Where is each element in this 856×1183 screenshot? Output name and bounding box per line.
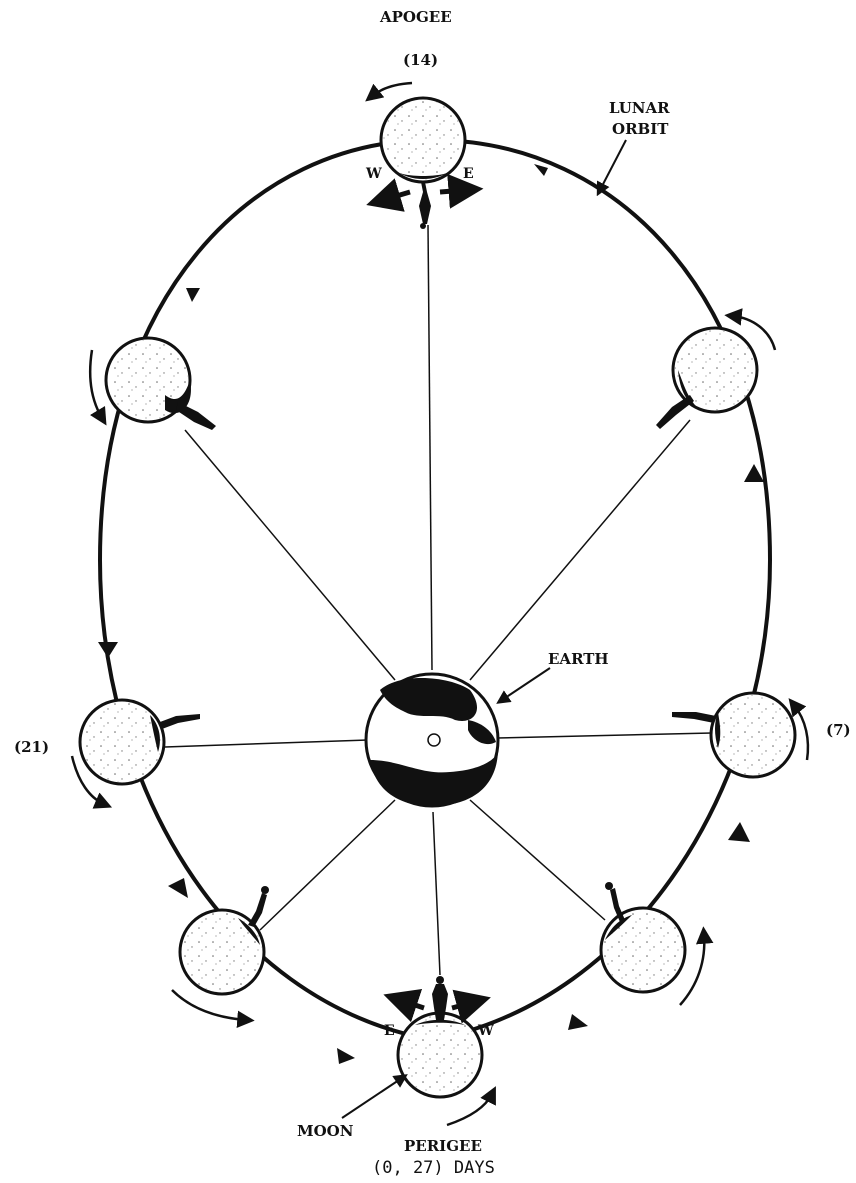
- astronaut-icon: [656, 395, 694, 429]
- moon-right: [672, 693, 795, 777]
- orbit-arrow: [744, 464, 764, 482]
- astronaut-icon: [248, 893, 267, 927]
- moon-upper-right: [656, 328, 757, 429]
- orbit-arrow: [728, 822, 750, 842]
- rotation-arrow: [372, 83, 412, 96]
- perigee-days-label: (0, 27) DAYS: [372, 1158, 495, 1178]
- day-14-label: (14): [403, 51, 438, 69]
- lunar-orbit-pointer: [600, 140, 626, 190]
- perigee-label: PERIGEE: [404, 1137, 482, 1155]
- earth-pointer: [502, 668, 550, 700]
- lunar-orbit-label-line2: ORBIT: [612, 120, 669, 138]
- lunar-orbit-path: [100, 140, 770, 1040]
- radial-lines: [165, 225, 712, 975]
- apogee-label: APOGEE: [379, 8, 452, 26]
- rotation-arrow: [172, 990, 246, 1020]
- orbit-arrow: [568, 1014, 588, 1030]
- astronaut-icon: [176, 402, 216, 430]
- orbit-arrow: [186, 288, 200, 302]
- earth: [366, 674, 498, 806]
- orbit-arrow: [98, 642, 118, 658]
- direction-arrow-west: [452, 1002, 474, 1008]
- east-label-top: E: [463, 166, 474, 182]
- west-label-top: W: [365, 166, 382, 182]
- astronaut-icon: [672, 712, 716, 723]
- orbit-arrow: [168, 878, 188, 898]
- rotation-arrow: [90, 350, 102, 418]
- east-label-bottom: E: [384, 1023, 395, 1039]
- earth-label: EARTH: [548, 650, 609, 668]
- moon-lower-right: [601, 882, 685, 992]
- moon-upper-left: [106, 338, 216, 430]
- orbit-arrow: [337, 1048, 355, 1064]
- orbit-arrow: [534, 164, 548, 176]
- moon-lower-left: [180, 886, 269, 994]
- astronaut-icon: [419, 182, 431, 224]
- moon-left: [80, 700, 200, 784]
- direction-arrow-east: [440, 190, 466, 192]
- astronaut-icon: [160, 714, 200, 729]
- rotation-arrow: [447, 1094, 492, 1125]
- moon-perigee: [398, 976, 482, 1097]
- day-7-label: (7): [826, 721, 851, 739]
- moon-pointer: [342, 1078, 402, 1118]
- west-label-bottom: W: [477, 1023, 494, 1039]
- direction-arrow-west: [383, 192, 410, 200]
- day-21-label: (21): [14, 738, 49, 756]
- moon-label: MOON: [297, 1122, 354, 1140]
- lunar-orbit-label-line1: LUNAR: [609, 99, 670, 117]
- direction-arrow-east: [400, 1000, 424, 1008]
- moon-apogee: [381, 98, 465, 229]
